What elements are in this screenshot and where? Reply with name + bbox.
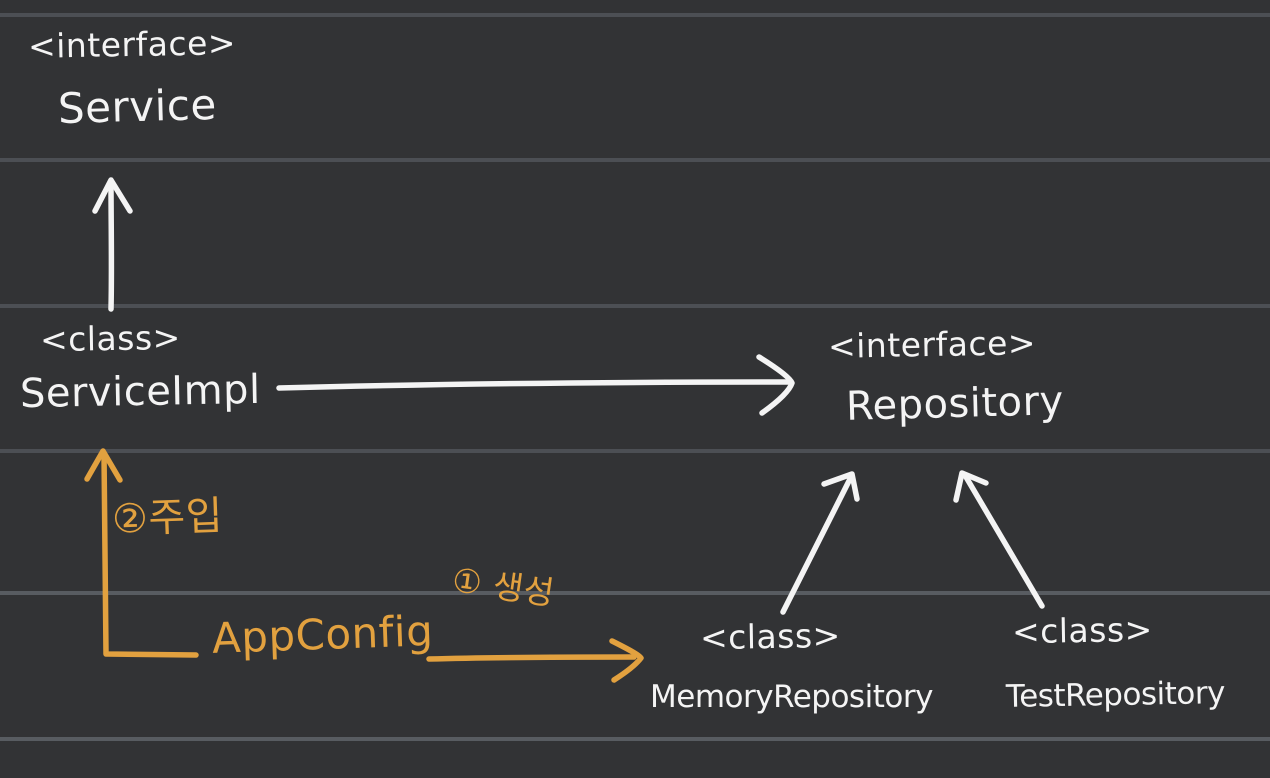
testrepository-class-name: TestRepository [1005, 675, 1226, 715]
arrow-appconfig-to-memoryrepository [426, 638, 644, 683]
arrow-memoryrepository-to-repository [780, 471, 860, 615]
arrow-serviceimpl-to-service [92, 177, 133, 312]
repository-interface-stereotype: <interface> [827, 323, 1037, 366]
ruled-line [0, 591, 1270, 595]
memoryrepository-class-stereotype: <class> [699, 615, 842, 658]
testrepository-class-stereotype: <class> [1011, 609, 1154, 652]
service-interface-name: Service [57, 79, 218, 134]
ruled-line [0, 449, 1270, 453]
ruled-line [0, 158, 1270, 162]
arrow-serviceimpl-to-repository [276, 354, 795, 416]
arrow-testrepository-to-repository [953, 470, 1045, 609]
serviceimpl-class-name: ServiceImpl [19, 366, 261, 418]
appconfig-label: AppConfig [211, 606, 435, 663]
repository-interface-name: Repository [845, 378, 1065, 430]
arrow-appconfig-to-serviceimpl [84, 448, 199, 658]
ruled-line [0, 737, 1270, 741]
service-interface-stereotype: <interface> [27, 23, 237, 66]
ruled-line [0, 13, 1270, 17]
memoryrepository-class-name: MemoryRepository [650, 679, 933, 715]
serviceimpl-class-stereotype: <class> [39, 317, 182, 360]
ruled-line [0, 304, 1270, 308]
step2-inject-annotation: ②주입 [111, 493, 224, 543]
